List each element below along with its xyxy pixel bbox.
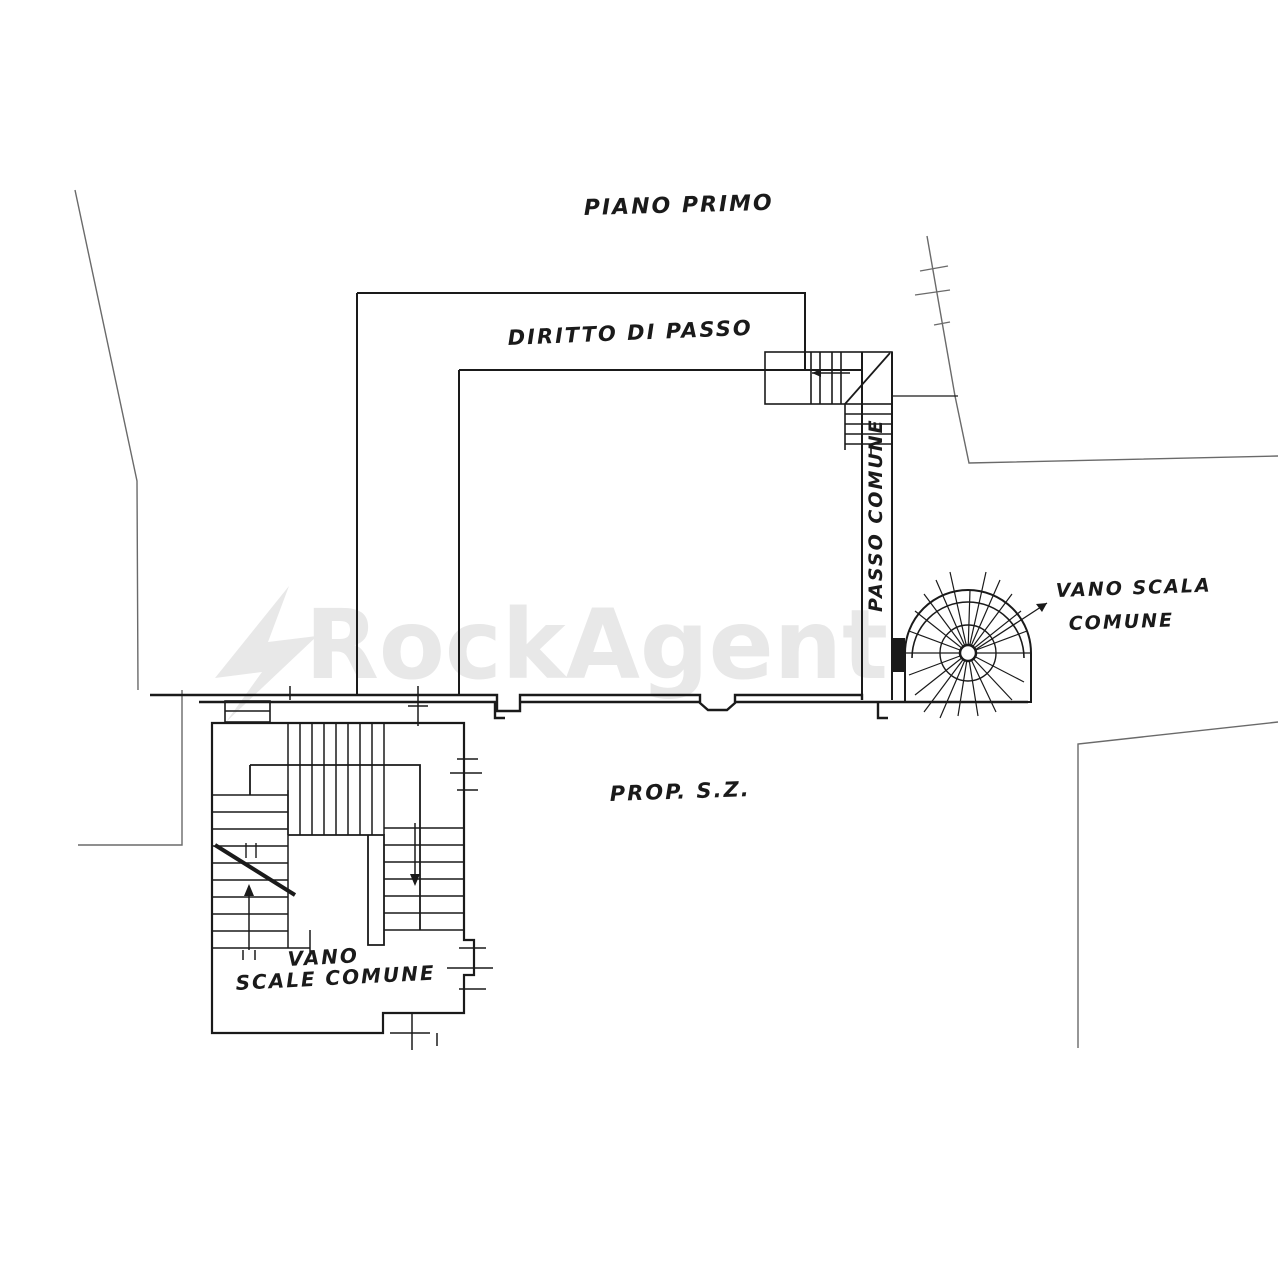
page-title: PIANO PRIMO	[583, 191, 774, 221]
left-stairwell	[210, 686, 493, 1050]
stairwell-top-projection	[224, 700, 271, 723]
stair-arrow-up-left	[242, 884, 256, 960]
watermark-text: RockAgent	[305, 589, 888, 701]
label-vano-scale-comune-line1: VANO	[287, 943, 360, 971]
spiral-treads	[905, 571, 1031, 719]
stair-break-line-left	[213, 843, 297, 897]
label-vano-scale-comune-line2: SCALE COMUNE	[235, 961, 436, 995]
label-proprieta: PROP. S.Z.	[609, 777, 751, 806]
pilaster-right	[876, 702, 888, 720]
outer-wall-path	[357, 292, 806, 370]
boundary-ticks	[914, 265, 951, 326]
spiral-inner-ring	[939, 624, 997, 682]
label-vano-scala-comune-line2: COMUNE	[1068, 609, 1174, 635]
top-stair-landing	[764, 351, 958, 455]
left-flight	[212, 790, 311, 952]
spiral-staircase	[891, 571, 1048, 719]
boundary-top-right	[926, 235, 1279, 464]
label-passo-comune: PASSO COMUNE	[865, 418, 887, 612]
spiral-newel-post	[958, 643, 978, 663]
stairwell-bottom-ticks	[390, 1013, 438, 1050]
label-vano-scala-comune-line1: VANO SCALA	[1055, 575, 1212, 602]
spiral-doorway	[891, 638, 905, 672]
landing-box	[764, 351, 893, 405]
property-boundary-lines	[74, 189, 1279, 1048]
stairwell-outer-wall	[210, 721, 476, 1035]
pilaster-left	[493, 702, 505, 720]
stairwell-top-ticks	[289, 686, 428, 726]
spiral-enclosure	[904, 589, 1032, 703]
stairwell-wall-ticks	[447, 758, 493, 990]
boundary-left	[74, 189, 139, 691]
stair-core-outline	[250, 764, 421, 930]
watermark: RockAgent	[215, 586, 888, 722]
label-diritto-di-passo: DIRITTO DI PASSO	[507, 316, 753, 350]
boundary-bottom-right	[1077, 721, 1279, 1048]
stair-core-inner	[288, 834, 385, 946]
boundary-left-foot	[78, 690, 183, 846]
upper-flight	[287, 723, 385, 835]
stair-tick-marks-left	[245, 843, 257, 858]
building-outer-outline	[356, 292, 806, 695]
stair-arrow-down-right	[410, 823, 420, 886]
right-flight	[384, 827, 464, 931]
stair-direction-arrow-up	[812, 369, 850, 377]
spiral-leader-line	[974, 602, 1048, 651]
stair-break-line	[844, 352, 891, 405]
lightning-bolt-icon	[215, 586, 317, 722]
building-inner-outline	[458, 369, 862, 695]
